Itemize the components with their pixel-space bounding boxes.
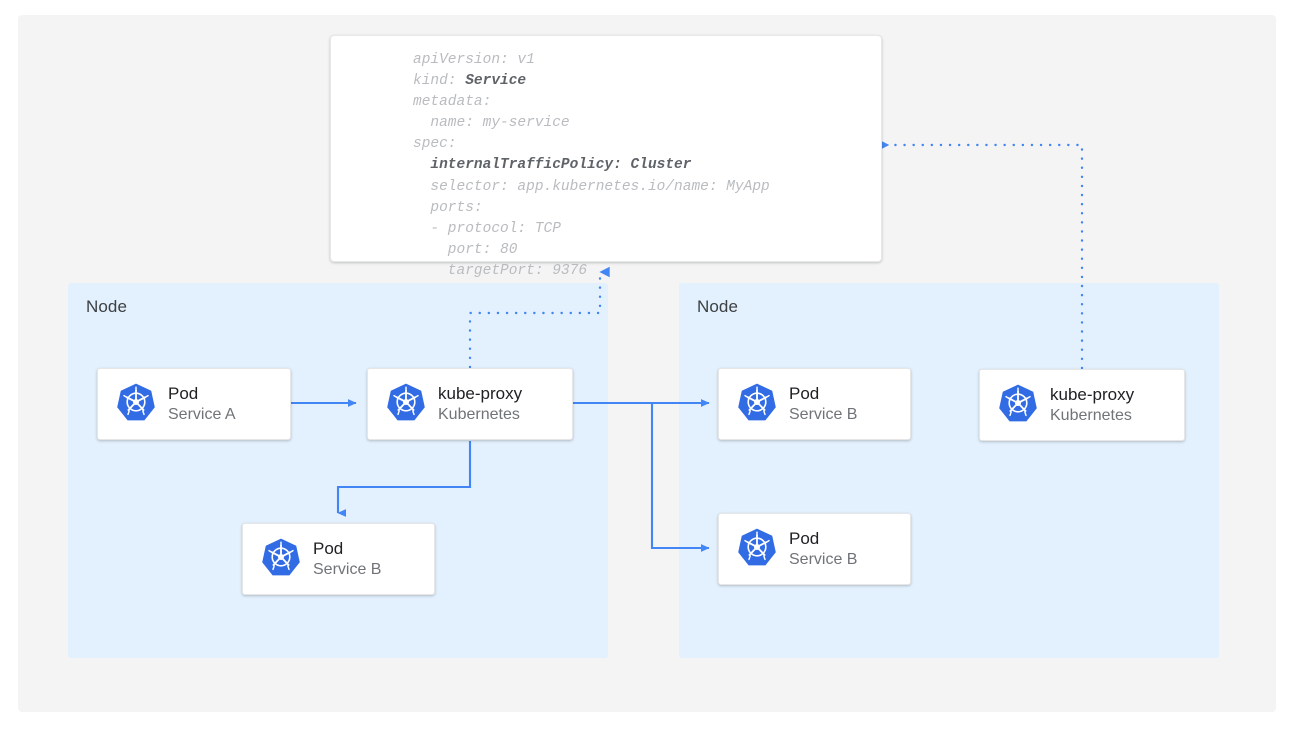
- card-labels: kube-proxy Kubernetes: [438, 383, 522, 424]
- card-subtitle: Kubernetes: [438, 405, 520, 423]
- service-manifest-code: apiVersion: v1 kind: Service metadata: n…: [413, 52, 770, 279]
- wire-kube-proxy-to-remote-pod-b-bottom: [650, 403, 710, 552]
- card-kube-proxy-left[interactable]: kube-proxy Kubernetes: [367, 368, 573, 440]
- card-labels: Pod Service B: [789, 383, 857, 424]
- card-pod-service-a[interactable]: Pod Service A: [97, 368, 291, 440]
- card-title: Pod: [789, 529, 820, 549]
- card-title: kube-proxy: [1050, 385, 1135, 405]
- node-container-right: [679, 283, 1219, 658]
- node-label-right: Node: [697, 297, 739, 316]
- kubernetes-icon: [261, 537, 301, 582]
- card-title: Pod: [313, 539, 344, 559]
- card-pod-service-b-left[interactable]: Pod Service B: [242, 523, 435, 595]
- wire-right-kube-proxy-to-service-manifest: [880, 140, 1084, 370]
- card-labels: Pod Service B: [789, 528, 857, 569]
- card-subtitle: Service A: [168, 405, 236, 423]
- service-manifest-panel: apiVersion: v1 kind: Service metadata: n…: [330, 35, 882, 279]
- kubernetes-icon: [737, 527, 777, 572]
- card-labels: Pod Service B: [313, 538, 381, 579]
- node-label-left: Node: [86, 297, 128, 316]
- card-subtitle: Service B: [313, 560, 382, 578]
- card-subtitle: Service B: [789, 405, 858, 423]
- kubernetes-icon: [116, 382, 156, 427]
- card-title: Pod: [789, 384, 820, 404]
- kubernetes-icon: [386, 382, 426, 427]
- card-labels: kube-proxy Kubernetes: [1050, 384, 1134, 425]
- card-labels: Pod Service A: [168, 383, 236, 424]
- kubernetes-icon: [998, 383, 1038, 428]
- card-title: kube-proxy: [438, 384, 523, 404]
- card-title: Pod: [168, 384, 199, 404]
- card-subtitle: Kubernetes: [1050, 406, 1132, 424]
- card-pod-service-b-right-top[interactable]: Pod Service B: [718, 368, 911, 440]
- card-pod-service-b-right-bottom[interactable]: Pod Service B: [718, 513, 911, 585]
- card-kube-proxy-right[interactable]: kube-proxy Kubernetes: [979, 369, 1185, 441]
- node-container-left: [68, 283, 608, 658]
- card-subtitle: Service B: [789, 550, 858, 568]
- wire-left-kube-proxy-to-service-manifest: [468, 266, 610, 369]
- kubernetes-icon: [737, 382, 777, 427]
- wire-kube-proxy-to-local-pod-b: [336, 441, 472, 517]
